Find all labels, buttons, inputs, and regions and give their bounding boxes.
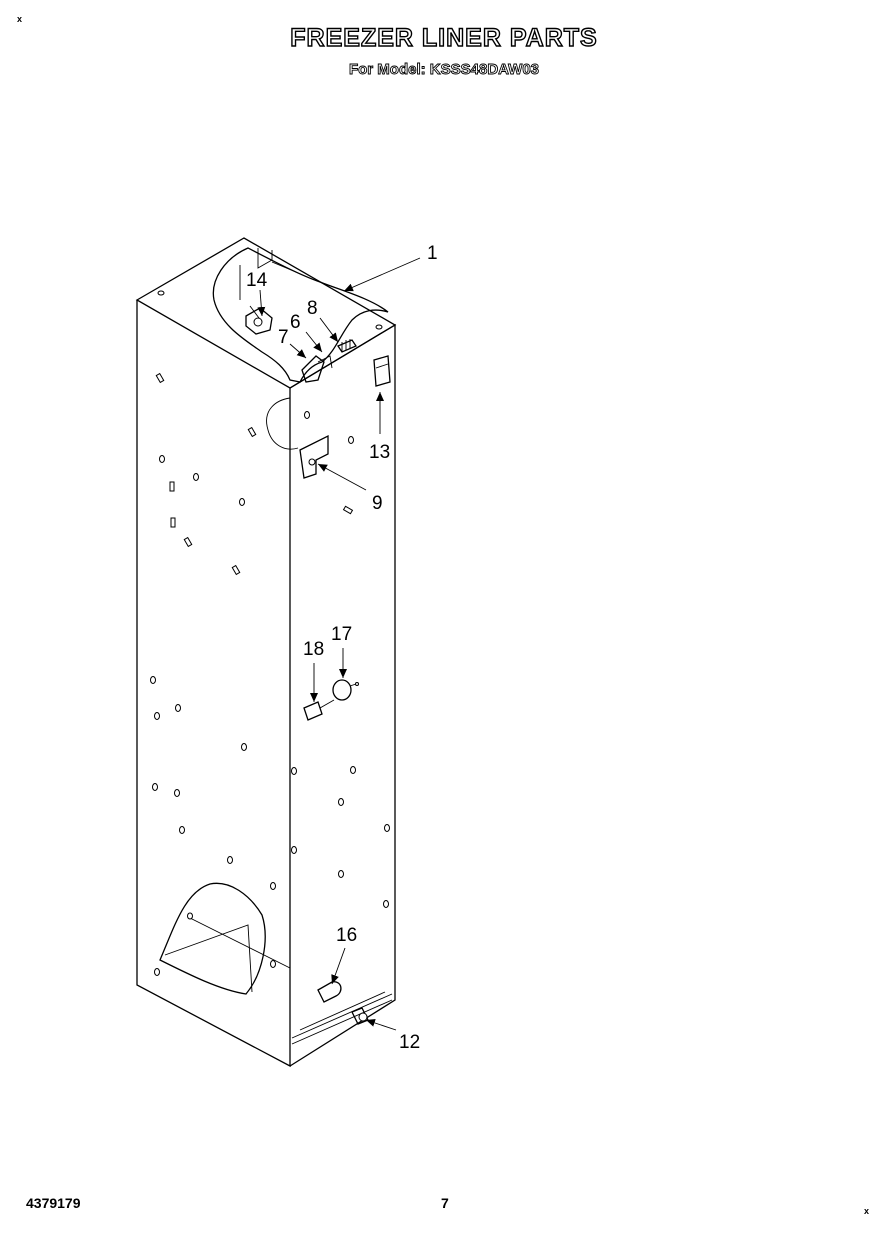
callout-7: 7	[278, 327, 289, 348]
corner-mark-bottom-right: x	[864, 1206, 870, 1216]
part-bracket-9	[299, 434, 329, 479]
callout-1: 1	[427, 243, 438, 264]
part-bulb-17	[332, 679, 359, 701]
page-number: 7	[441, 1195, 449, 1211]
part-clip-16	[317, 981, 342, 1003]
top-opening	[212, 247, 389, 383]
corner-mark-top-left: x	[17, 14, 23, 24]
part-clip-6-7	[301, 355, 333, 383]
callout-6: 6	[290, 312, 301, 333]
callout-16: 16	[336, 925, 357, 946]
bottom-opening	[159, 882, 291, 995]
part-clip-13	[373, 355, 391, 387]
callout-leaders	[257, 257, 421, 1031]
callout-12: 12	[399, 1032, 420, 1053]
part-socket-18	[303, 699, 335, 721]
callout-14: 14	[246, 270, 268, 291]
page-title: FREEZER LINER PARTS	[290, 23, 598, 52]
part-bracket-14	[245, 307, 273, 335]
callout-18: 18	[303, 639, 324, 660]
mounting-holes	[150, 290, 390, 976]
callout-9: 9	[372, 493, 383, 514]
drain-tube	[266, 397, 299, 450]
part-number: 4379179	[26, 1195, 81, 1211]
callout-8: 8	[307, 298, 318, 319]
model-subtitle: For Model: KSSS48DAW03	[348, 61, 540, 79]
part-screw-8	[337, 339, 357, 353]
callout-13: 13	[369, 442, 390, 463]
callout-17: 17	[331, 624, 352, 645]
liner-box	[135, 237, 397, 1068]
